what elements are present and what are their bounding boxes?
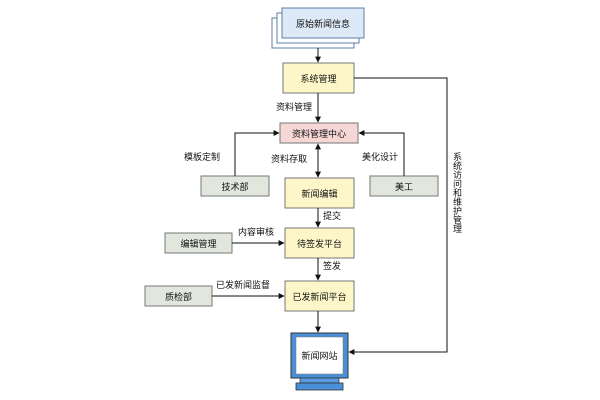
edge-art-to-center <box>358 130 405 176</box>
beautify-design-edge-label: 美化设计 <box>362 153 399 163</box>
news-site-monitor <box>290 332 349 391</box>
published-platform-box <box>284 280 355 312</box>
content-review-edge-label: 内容审核 <box>238 228 275 238</box>
quality-dept-label: 质检部 <box>164 292 192 303</box>
news-editing-box <box>284 177 355 209</box>
edit-mgmt-label: 编辑管理 <box>180 239 217 250</box>
edge-system-to-site <box>348 77 448 355</box>
source-info-node <box>271 7 365 49</box>
data-mgmt-edge-label: 资料管理 <box>276 103 313 113</box>
data-access-edge-label: 资料存取 <box>271 155 308 165</box>
pending-platform-label: 待签发平台 <box>296 239 342 250</box>
system-mgmt-label: 系统管理 <box>300 74 337 85</box>
news-editing-label: 新闻编辑 <box>301 189 338 200</box>
published-platform-label: 已发新闻平台 <box>292 292 347 303</box>
sign-off-edge-label: 签发 <box>323 262 342 272</box>
pending-platform-box <box>284 227 355 259</box>
edge-tech-to-center <box>234 130 280 176</box>
art-dept-label: 美工 <box>394 182 413 193</box>
template-custom-edge-label: 模板定制 <box>184 153 221 163</box>
published-monitor-edge-label: 已发新闻监督 <box>216 281 271 291</box>
system-access-edge-label: 系统访问和维护管理 <box>451 152 461 233</box>
submit-edge-label: 提交 <box>323 212 342 222</box>
data-center-box <box>279 122 359 144</box>
source-info-label: 原始新闻信息 <box>295 19 350 30</box>
data-center-label: 资料管理中心 <box>291 129 346 140</box>
news-site-label: 新闻网站 <box>301 352 338 362</box>
tech-dept-label: 技术部 <box>221 182 249 193</box>
